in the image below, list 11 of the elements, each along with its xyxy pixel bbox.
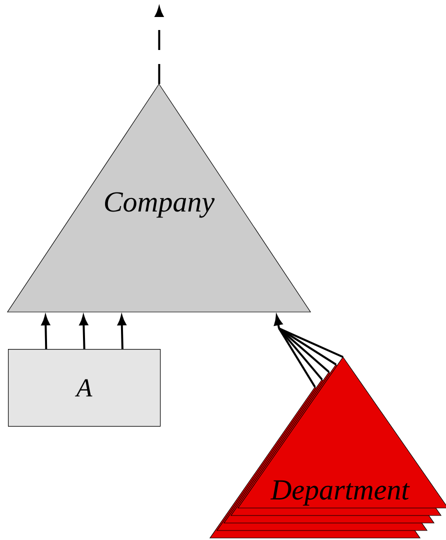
line — [278, 328, 316, 388]
arrow — [79, 315, 88, 350]
line — [278, 328, 323, 380]
arrow — [274, 315, 282, 329]
line — [278, 328, 330, 373]
line — [278, 328, 337, 366]
arrow — [118, 315, 126, 350]
arrow — [41, 315, 50, 350]
line — [278, 327, 344, 358]
arrow — [154, 7, 164, 84]
process-box: A — [8, 349, 161, 427]
